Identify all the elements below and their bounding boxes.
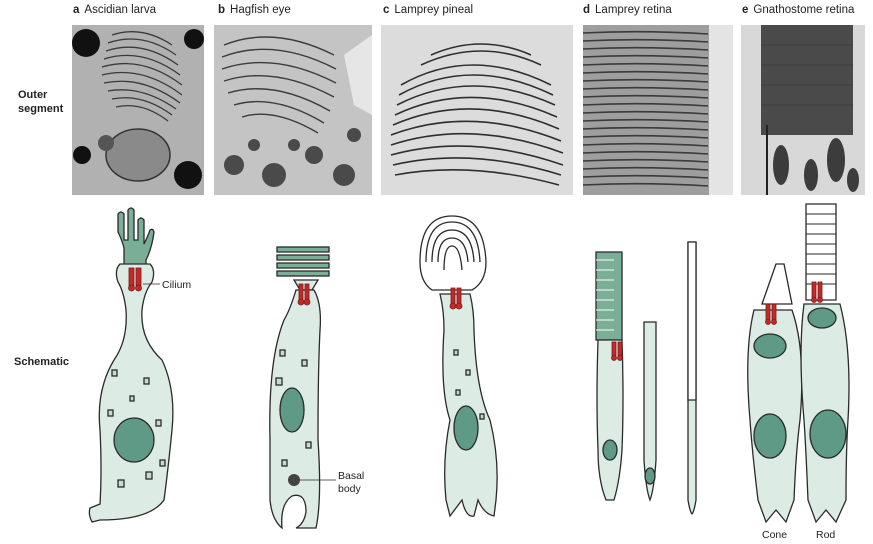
cell-lamprey-retina-3 xyxy=(687,241,697,515)
panel-b-header: b Hagfish eye xyxy=(218,4,291,16)
panel-b-letter: b xyxy=(218,4,226,16)
micrograph-ascidian-larva xyxy=(72,25,204,195)
panel-a-title: Ascidian larva xyxy=(84,4,156,16)
panel-d-letter: d xyxy=(583,4,591,16)
micrograph-gnathostome-retina xyxy=(741,25,865,195)
panel-d-header: d Lamprey retina xyxy=(583,4,672,16)
panel-e-letter: e xyxy=(742,4,749,16)
panel-c-letter: c xyxy=(383,4,390,16)
micrograph-lamprey-retina xyxy=(583,25,733,195)
panel-e-title: Gnathostome retina xyxy=(753,4,855,16)
cell-lamprey-pineal xyxy=(419,215,498,518)
micrograph-hagfish-eye xyxy=(214,25,372,195)
panel-e-header: e Gnathostome retina xyxy=(742,4,854,16)
panel-c-title: Lamprey pineal xyxy=(394,4,474,16)
cell-ascidian-larva xyxy=(88,207,174,523)
row-label-segment: segment xyxy=(18,103,64,115)
row-label-outer: Outer xyxy=(18,89,48,101)
label-body: body xyxy=(338,483,362,495)
micrograph-lamprey-pineal xyxy=(381,25,573,195)
panel-c-header: c Lamprey pineal xyxy=(383,4,473,16)
cell-cone xyxy=(747,263,803,524)
cell-hagfish-eye xyxy=(269,246,330,530)
panel-a-header: a Ascidian larva xyxy=(73,4,156,16)
cell-lamprey-retina-2 xyxy=(643,321,657,502)
label-rod: Rod xyxy=(816,529,835,541)
row-label-outer-segment: Outer segment xyxy=(18,88,63,116)
row-label-schematic: Schematic xyxy=(14,356,70,368)
label-cone: Cone xyxy=(762,529,787,541)
panel-b-title: Hagfish eye xyxy=(230,4,291,16)
schematic-diagram: Cilium Basal body Cone Rod xyxy=(88,203,850,541)
label-cilium: Cilium xyxy=(162,279,191,291)
label-basal: Basal xyxy=(338,470,364,482)
panel-a-letter: a xyxy=(73,4,80,16)
cell-lamprey-retina-1 xyxy=(595,251,624,501)
panel-d-title: Lamprey retina xyxy=(595,4,672,16)
cell-rod xyxy=(800,203,850,524)
